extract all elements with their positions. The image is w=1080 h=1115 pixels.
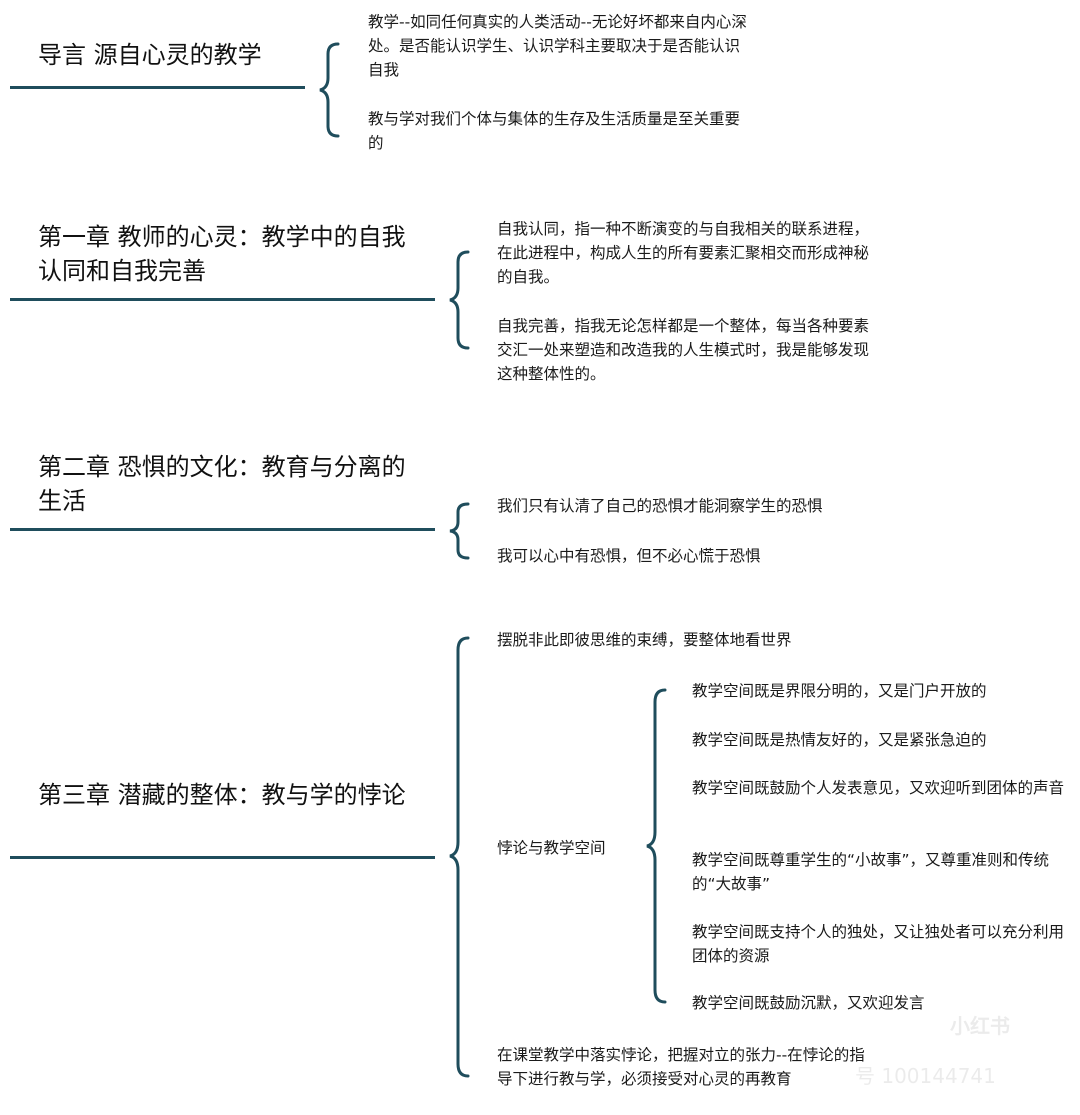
ch3-point-2: 悖论与教学空间 — [497, 839, 606, 857]
brace-ch2 — [449, 502, 470, 560]
ch1-point-1: 自我认同，指一种不断演变的与自我相关的联系进程，在此进程中，构成人生的所有要素汇… — [497, 220, 870, 286]
section-title-ch2: 第二章 恐惧的文化：教育与分离的生活 — [38, 453, 406, 515]
section-title-intro: 导言 源自心灵的教学 — [38, 41, 262, 69]
ch3-point-1: 摆脱非此即彼思维的束缚，要整体地看世界 — [497, 631, 792, 649]
underline-ch3 — [10, 856, 435, 859]
brace-intro — [319, 42, 340, 138]
ch3-point-3: 在课堂教学中落实悖论，把握对立的张力--在悖论的指导下进行教与学，必须接受对心灵… — [497, 1046, 865, 1088]
ch3-sub-point-2: 教学空间既是热情友好的，又是紧张急迫的 — [692, 731, 987, 749]
ch2-point-1: 我们只有认清了自己的恐惧才能洞察学生的恐惧 — [497, 497, 823, 515]
ch2-point-2: 我可以心中有恐惧，但不必心慌于恐惧 — [497, 547, 761, 565]
ch3-sub-point-1: 教学空间既是界限分明的，又是门户开放的 — [692, 682, 987, 700]
brace-ch3 — [449, 636, 470, 1078]
intro-point-1: 教学--如同任何真实的人类活动--无论好坏都来自内心深处。是否能认识学生、认识学… — [368, 13, 747, 79]
underline-intro — [10, 86, 305, 89]
ch3-sub-point-4: 教学空间既尊重学生的“小故事”，又尊重准则和传统的“大故事” — [692, 851, 1050, 893]
intro-point-2: 教与学对我们个体与集体的生存及生活质量是至关重要的 — [368, 110, 741, 152]
brace-ch3-sub — [646, 688, 667, 1004]
section-title-ch1: 第一章 教师的心灵：教学中的自我认同和自我完善 — [38, 223, 406, 285]
ch3-sub-point-5: 教学空间既支持个人的独处，又让独处者可以充分利用团体的资源 — [692, 923, 1065, 965]
underline-ch2 — [10, 528, 435, 531]
ch3-sub-point-6: 教学空间既鼓励沉默，又欢迎发言 — [692, 994, 925, 1012]
section-title-ch3: 第三章 潜藏的整体：教与学的悖论 — [38, 781, 406, 809]
watermark-logo: 小红书 — [950, 1014, 1010, 1038]
underline-ch1 — [10, 298, 435, 301]
ch1-point-2: 自我完善，指我无论怎样都是一个整体，每当各种要素交汇一处来塑造和改造我的人生模式… — [497, 317, 870, 383]
watermark-id: 号 100144741 — [855, 1064, 996, 1088]
ch3-sub-point-3: 教学空间既鼓励个人发表意见，又欢迎听到团体的声音 — [692, 779, 1065, 797]
brace-ch1 — [449, 250, 470, 350]
